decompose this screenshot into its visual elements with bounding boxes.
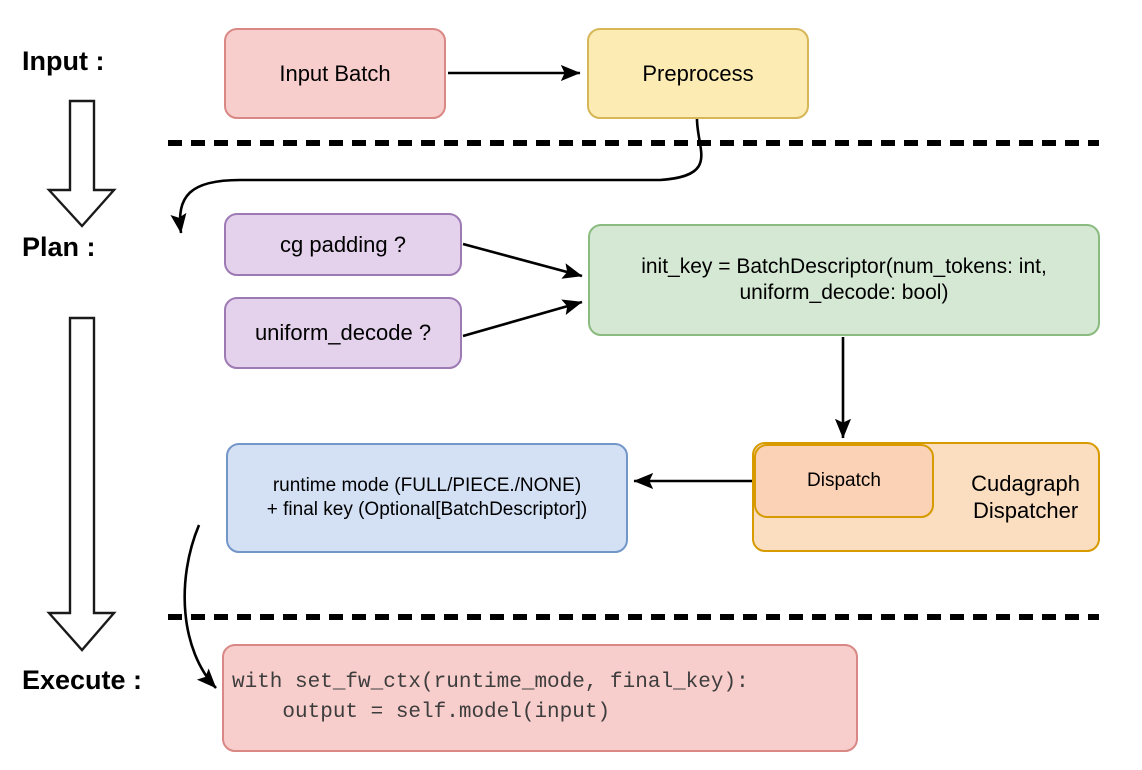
node-init-key-line1: init_key = BatchDescriptor(num_tokens: i… (641, 254, 1047, 278)
node-input-batch-label: Input Batch (279, 60, 391, 86)
node-execute-code-block[interactable]: with set_fw_ctx(runtime_mode, final_key)… (222, 644, 858, 752)
node-runtime-mode-line1: runtime mode (FULL/PIECE./NONE) (272, 475, 582, 497)
execute-code-line2: output = self.model(input) (232, 701, 611, 724)
node-dispatch-label: Dispatch (807, 470, 881, 492)
node-preprocess-label: Preprocess (642, 60, 754, 86)
node-uniform-decode-label: uniform_decode ? (254, 320, 432, 346)
node-uniform-decode[interactable]: uniform_decode ? (224, 297, 462, 369)
stage-label-plan: Plan : (22, 232, 96, 262)
stage-label-input: Input : (22, 46, 105, 76)
flow-arrow-input-to-plan (46, 99, 117, 228)
stage-label-execute: Execute : (22, 665, 143, 695)
node-init-key-line2: uniform_decode: bool) (739, 281, 949, 304)
node-cudagraph-dispatcher-line1: Cudagraph (971, 470, 1080, 496)
node-runtime-mode[interactable]: runtime mode (FULL/PIECE./NONE) + final … (226, 443, 628, 553)
node-preprocess[interactable]: Preprocess (587, 28, 809, 119)
node-dispatch[interactable]: Dispatch (754, 444, 934, 518)
flow-arrow-plan-to-execute (46, 316, 117, 652)
node-cg-padding-label: cg padding ? (280, 231, 406, 257)
node-init-key-batch-descriptor[interactable]: init_key = BatchDescriptor(num_tokens: i… (588, 224, 1100, 336)
node-cg-padding[interactable]: cg padding ? (224, 213, 462, 276)
connector-runtime-mode-to-code (183, 524, 217, 689)
connector-uniform-decode-to-init-key (462, 299, 583, 338)
execute-code-line1: with set_fw_ctx(runtime_mode, final_key)… (232, 670, 749, 694)
connector-cg-padding-to-init-key (462, 242, 583, 279)
node-runtime-mode-line2: + final key (Optional[BatchDescriptor]) (266, 499, 588, 520)
node-input-batch[interactable]: Input Batch (224, 28, 446, 119)
node-cudagraph-dispatcher-line2: Dispatcher (972, 498, 1079, 523)
execute-code-text: with set_fw_ctx(runtime_mode, final_key)… (232, 668, 749, 729)
